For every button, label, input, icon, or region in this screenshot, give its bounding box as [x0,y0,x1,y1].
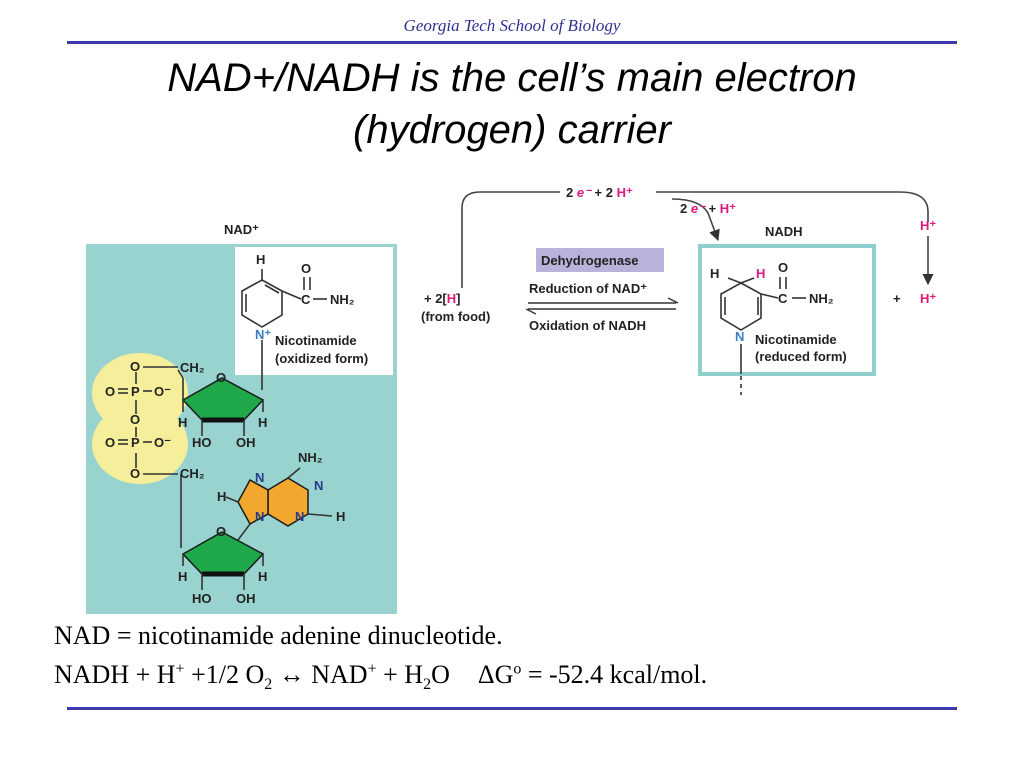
caption-definition: NAD = nicotinamide adenine dinucleotide. [54,621,503,650]
oxidized-nicotinamide-structure [241,269,327,390]
nad-label: NAD⁺ [224,222,259,237]
slide-title: NAD+/NADH is the cell’s main electron (h… [60,52,964,156]
reduction-label: Reduction of NAD⁺ [529,281,647,296]
ribose1-h-right: H [258,415,267,430]
ribose2-h-right: H [258,569,267,584]
ribose2-o: O [216,524,226,539]
adenine-n-1: N [314,478,323,493]
red-nicotinamide-name: Nicotinamide [755,332,837,347]
ribose1-ch2: CH₂ [180,360,205,375]
electron-transfer-arrows [461,191,934,288]
reduced-nicotinamide-box [698,244,876,376]
dehydrogenase-box [536,248,664,272]
ribose-sugar-bottom [181,531,265,590]
food-hydrogen-label: + 2[H] [424,291,461,306]
red-o-label: O [778,260,788,275]
released-h-plus: H⁺ [920,291,936,306]
phosphate-o-left-2: O [105,435,115,450]
phosphate-o-minus-2: O⁻ [154,435,171,450]
ribose1-ho: HO [192,435,212,450]
red-n-label: N [735,329,744,344]
bottom-divider [67,707,957,710]
enzyme-label: Dehydrogenase [541,253,639,268]
ribose-sugar-top [177,369,265,436]
nadh-label: NADH [765,224,803,239]
top-arrow-label: 2 e⁻ + 2 H⁺ [566,185,633,200]
adenine-n-3: N [295,509,304,524]
delta-g-value: ΔGo = -52.4 kcal/mol. [477,660,708,689]
adenine-h-right: H [336,509,345,524]
ribose2-h-left: H [178,569,187,584]
ox-nh2-label: NH₂ [330,292,355,307]
adenine-n-9: N [255,509,264,524]
adenine-base [180,467,333,548]
oxidation-label: Oxidation of NADH [529,318,646,333]
red-form-name: (reduced form) [755,349,847,364]
ox-h-label: H [256,252,265,267]
red-nh2-label: NH₂ [809,291,834,306]
right-h-plus-label: H⁺ [920,218,936,233]
ox-o-label: O [301,261,311,276]
red-h-added-label: H [756,266,765,281]
phosphate-p-1: P [131,384,140,399]
phosphate-bonds [118,366,178,475]
ribose1-h-left: H [178,415,187,430]
phosphate-p-2: P [131,435,140,450]
ox-c-label: C [301,292,311,307]
phosphate-o-bridge: O [130,412,140,427]
reduced-nicotinamide-structure [720,277,806,395]
red-h-label: H [710,266,719,281]
ox-nicotinamide-name: Nicotinamide [275,333,357,348]
ribose1-oh: OH [236,435,256,450]
adenine-n-7: N [255,470,264,485]
red-c-label: C [778,291,788,306]
ribose2-oh: OH [236,591,256,606]
ribose2-ch2: CH₂ [180,466,205,481]
ribose1-o: O [216,370,226,385]
phosphate-highlight-bottom [92,404,188,484]
slide-title-line-1: NAD+/NADH is the cell’s main electron [167,56,857,100]
phosphate-o-minus-1: O⁻ [154,384,171,399]
from-food-label: (from food) [421,309,490,324]
phosphate-o-bottom: O [130,466,140,481]
adenine-nh2: NH₂ [298,450,323,465]
slide-title-line-2: (hydrogen) carrier [353,108,671,152]
ox-n-plus-label: N⁺ [255,327,271,342]
phosphate-o-top: O [130,359,140,374]
ox-form-name: (oxidized form) [275,351,368,366]
ribose2-ho: HO [192,591,212,606]
equilibrium-arrows [525,297,679,315]
mid-arrow-label: 2 e⁻ + H⁺ [680,201,736,216]
adenine-h-left: H [217,489,226,504]
plus-sign: + [893,291,901,306]
top-divider [67,41,957,44]
header-organization: Georgia Tech School of Biology [403,16,621,35]
phosphate-o-left-1: O [105,384,115,399]
